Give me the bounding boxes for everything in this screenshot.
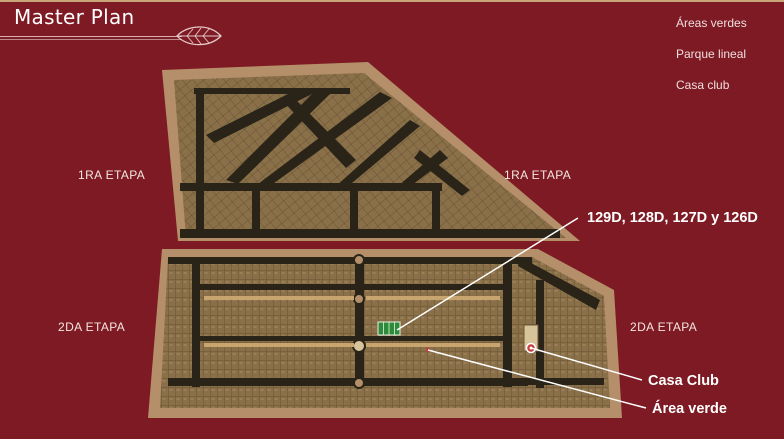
legend-item-areas-verdes[interactable]: Áreas verdes [676,16,747,30]
casa-club-area [523,324,539,354]
callout-casa-club: Casa Club [648,373,719,389]
top-accent-line [0,0,784,2]
upper-stage-lots [174,73,566,238]
stage-label-2da-right: 2DA ETAPA [630,320,698,334]
callout-lines [396,217,647,409]
legend-item-parque-lineal[interactable]: Parque lineal [676,47,747,61]
legend: Áreas verdes Parque lineal Casa club [676,16,747,109]
stage-label-1ra-left: 1RA ETAPA [78,168,146,182]
page-title: Master Plan [14,5,135,29]
linear-park [204,296,500,347]
legend-item-casa-club[interactable]: Casa club [676,78,730,92]
lower-streets [168,257,604,388]
callout-lots: 129D, 128D, 127D y 126D [587,210,758,226]
title-underline [0,36,182,37]
stage-label-1ra-right: 1RA ETAPA [504,168,572,182]
highlighted-lots-129d-126d [377,321,401,336]
stage-label-2da-left: 2DA ETAPA [58,320,126,334]
upper-streets [180,88,560,238]
callout-area-verde: Área verde [652,401,727,417]
title-underline-secondary [0,39,182,40]
leaf-icon [176,26,222,46]
